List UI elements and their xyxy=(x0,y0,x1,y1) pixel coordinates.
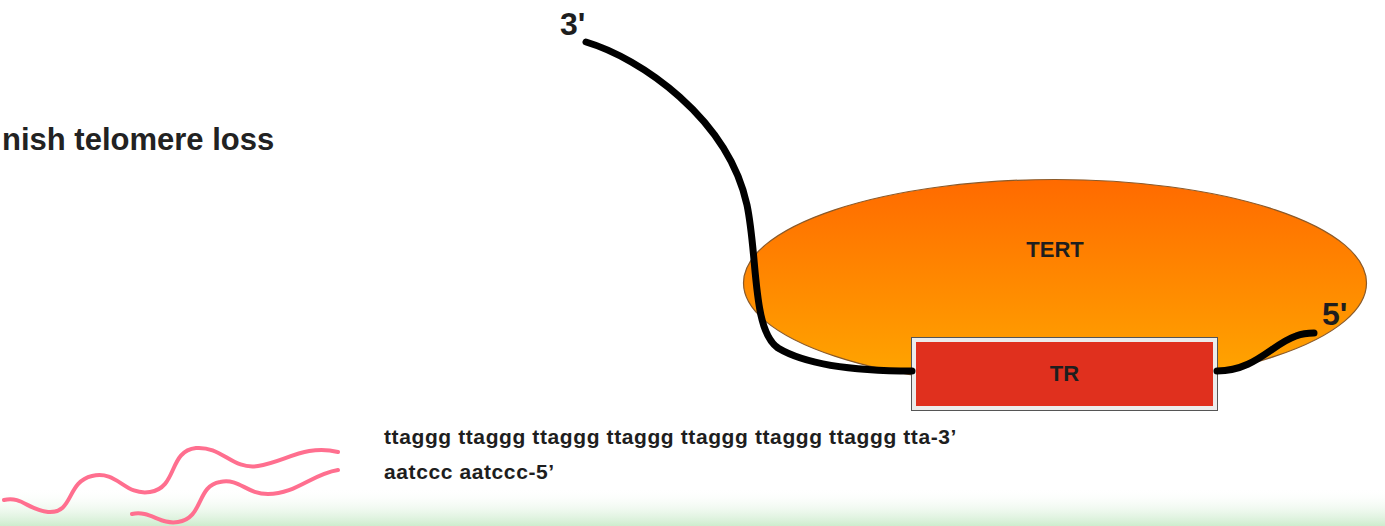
slide-title: nish telomere loss xyxy=(2,122,274,157)
node-label: TERT xyxy=(1026,237,1083,263)
strand-end-label: 5' xyxy=(1322,296,1347,332)
rna-template-box: TR xyxy=(912,338,1217,410)
node-label: TR xyxy=(1050,361,1079,387)
telomere-sequence: aatccc aatccc-5’ xyxy=(384,460,555,483)
dna-squiggle xyxy=(4,448,338,523)
telomere-sequence: ttaggg ttaggg ttaggg ttaggg ttaggg ttagg… xyxy=(384,425,957,448)
strand-end-label: 3' xyxy=(560,6,585,42)
footer-band xyxy=(0,488,1385,526)
